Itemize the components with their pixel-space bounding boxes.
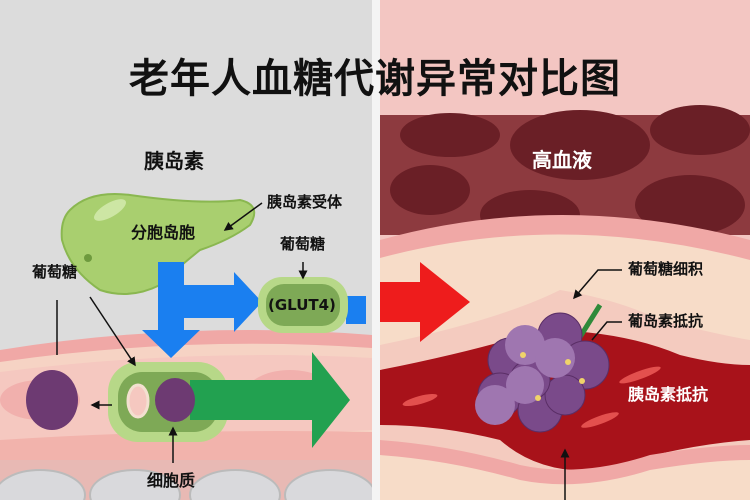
right-pointers <box>560 269 622 500</box>
glucose-molecules <box>26 370 195 430</box>
receptor-label: 胰岛素受体 <box>267 193 343 211</box>
grape-cluster <box>475 303 610 433</box>
green-arrow <box>190 352 350 448</box>
resistance-label-1: 葡岛素抵抗 <box>628 312 704 330</box>
blue-arrows <box>142 262 366 358</box>
glucose-left-label: 葡萄糖 <box>32 263 78 281</box>
left-heading: 胰岛素 <box>144 149 204 173</box>
cytoplasm-label: 细胞质 <box>147 471 196 490</box>
pancreas-label: 分胞岛胞 <box>131 223 196 242</box>
accumulation-label: 葡萄糖细积 <box>628 260 704 278</box>
glucose-top-label: 葡萄糖 <box>280 235 326 253</box>
resistance-label-2: 胰岛素抵抗 <box>628 385 709 404</box>
glut4-transporter <box>258 277 348 333</box>
pointer-arrows <box>89 202 308 463</box>
pancreas-cell <box>60 193 256 295</box>
red-arrow <box>380 262 470 342</box>
right-heading: 高血液 <box>532 148 592 172</box>
glut4-label: (GLUT4) <box>268 296 336 314</box>
page-title: 老年人血糖代谢异常对比图 <box>129 56 621 102</box>
